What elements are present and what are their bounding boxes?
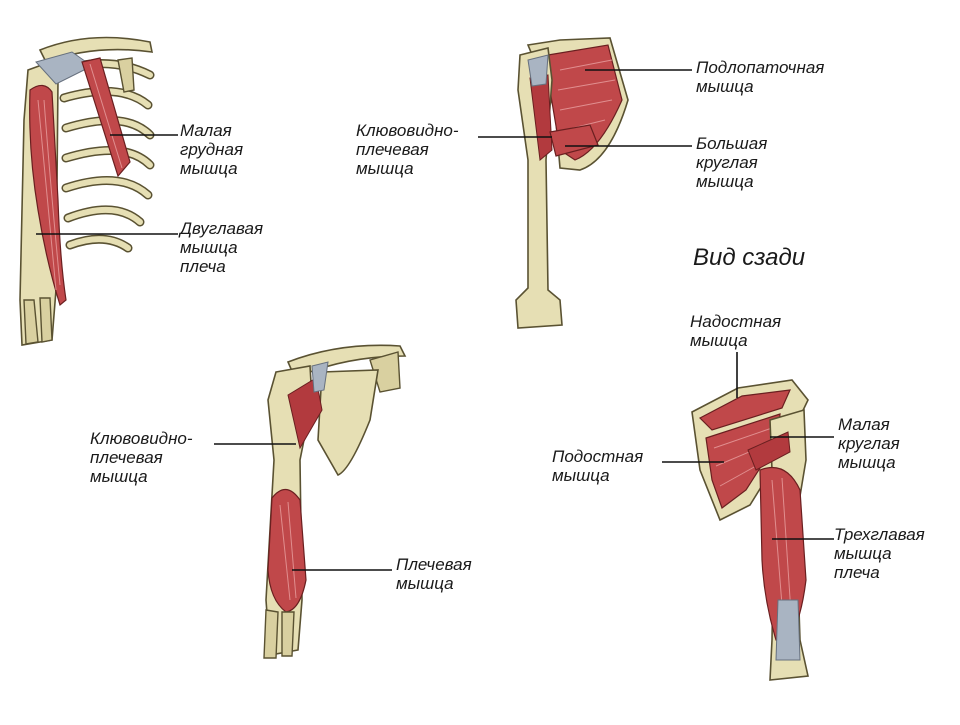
scapula-bone: [317, 369, 379, 477]
label-biceps: Двуглавая мышца плеча: [180, 219, 264, 276]
figure-anterior-scapula: [515, 37, 629, 329]
label-triceps: Трехглавая мышца плеча: [834, 525, 925, 582]
heading-view-back: Вид сзади: [693, 244, 806, 271]
humerus-bone: [515, 47, 563, 329]
label-coracobrachialis-bottom: Клювовидно- плечевая мышца: [90, 429, 193, 486]
figure-anterior-arm: [263, 344, 407, 659]
coracobrachialis-shape: [287, 377, 323, 450]
label-teres-minor: Малая круглая мышца: [838, 415, 900, 472]
label-infraspinatus: Подостная мышца: [552, 447, 644, 485]
figure-posterior: [691, 379, 809, 681]
brachialis-shape: [267, 488, 307, 613]
label-brachialis: Плечевая мышца: [396, 555, 472, 593]
label-coracobrachialis-top: Клювовидно- плечевая мышца: [356, 121, 459, 178]
figure-anterior-chest: [19, 36, 155, 346]
supraspinatus-shape: [698, 389, 791, 431]
teres-major-shape: [549, 124, 599, 157]
label-teres-major: Большая круглая мышца: [696, 134, 768, 191]
teres-minor-shape: [747, 431, 791, 471]
infraspinatus-shape: [705, 413, 781, 509]
label-pectoralis-minor: Малая грудная мышца: [180, 121, 244, 178]
label-subscapularis: Подлопаточная мышца: [696, 58, 825, 96]
label-supraspinatus: Надостная мышца: [690, 312, 782, 350]
leader-lines: [36, 69, 834, 571]
